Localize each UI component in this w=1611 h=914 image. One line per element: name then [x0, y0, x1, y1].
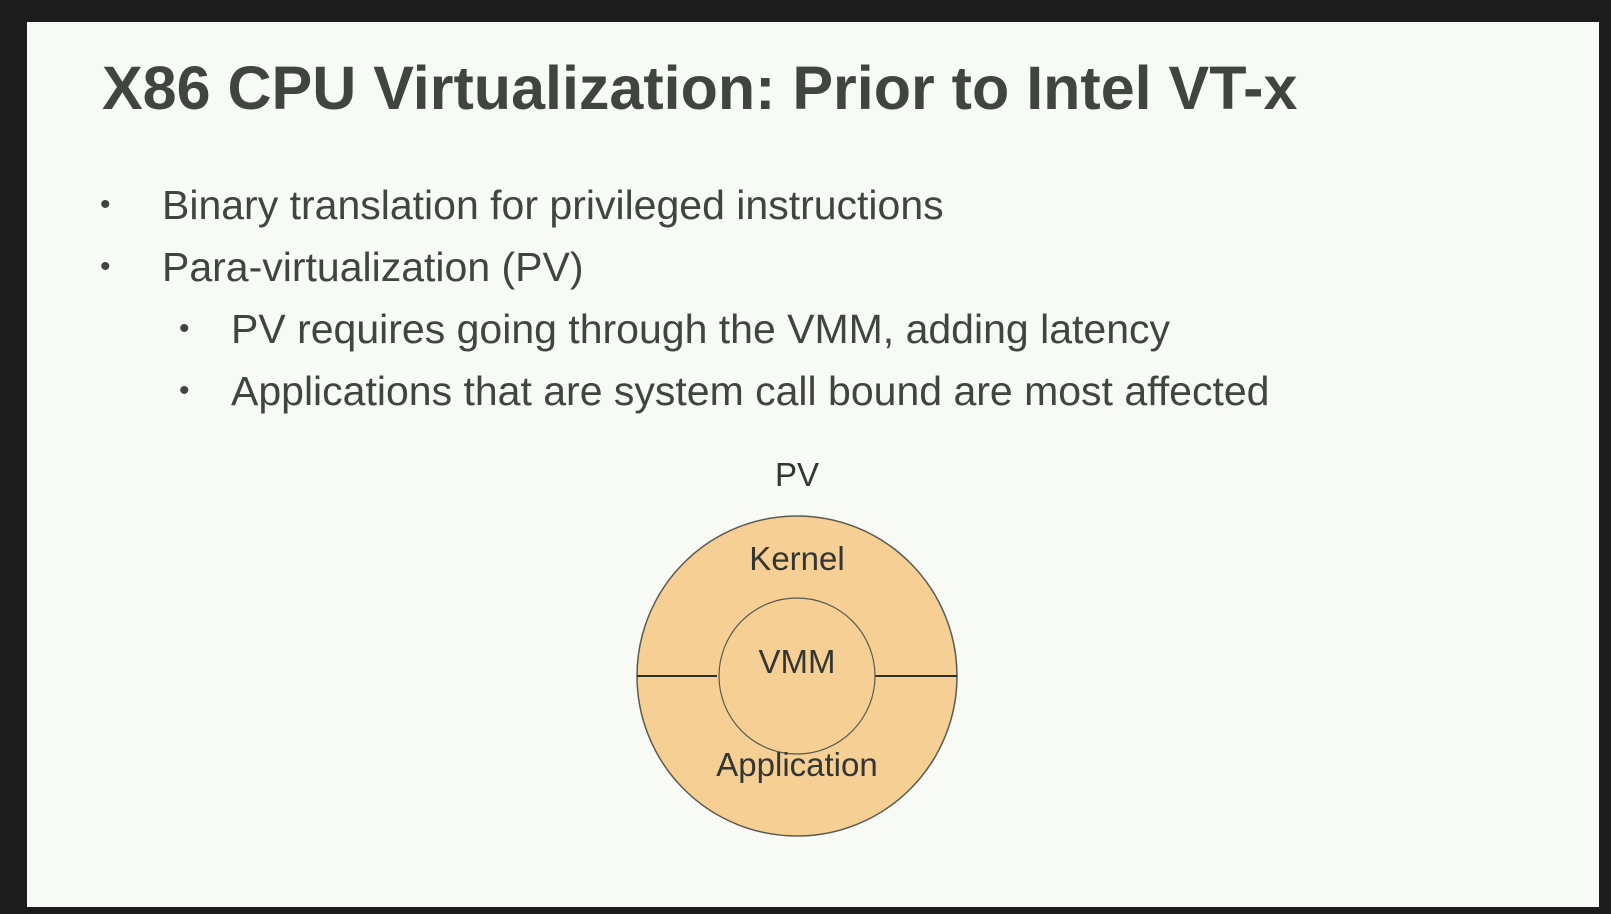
ring-diagram-svg	[636, 515, 958, 837]
bullet-text: PV requires going through the VMM, addin…	[231, 306, 1170, 352]
bullet-dot-icon: •	[100, 250, 111, 283]
slide-title: X86 CPU Virtualization: Prior to Intel V…	[102, 54, 1298, 122]
bullet-text: Para-virtualization (PV)	[162, 244, 584, 290]
kernel-label: Kernel	[749, 540, 845, 577]
bullet-dot-icon: •	[100, 188, 111, 221]
bullet-text: Applications that are system call bound …	[231, 368, 1270, 414]
bullet-item: • Para-virtualization (PV)	[100, 243, 584, 291]
bullet-item: • Binary translation for privileged inst…	[100, 181, 944, 229]
application-label: Application	[716, 746, 878, 783]
sub-bullet-item: • Applications that are system call boun…	[179, 367, 1270, 415]
bullet-dot-icon: •	[179, 312, 190, 345]
diagram-caption: PV	[774, 456, 820, 493]
pv-ring-diagram: PV Kernel VMM Application	[607, 452, 977, 852]
inner-vmm-circle	[718, 597, 876, 755]
sub-bullet-item: • PV requires going through the VMM, add…	[179, 305, 1170, 353]
slide: X86 CPU Virtualization: Prior to Intel V…	[27, 22, 1599, 907]
bullet-dot-icon: •	[179, 374, 190, 407]
vmm-label: VMM	[758, 643, 836, 680]
bullet-text: Binary translation for privileged instru…	[162, 182, 944, 228]
